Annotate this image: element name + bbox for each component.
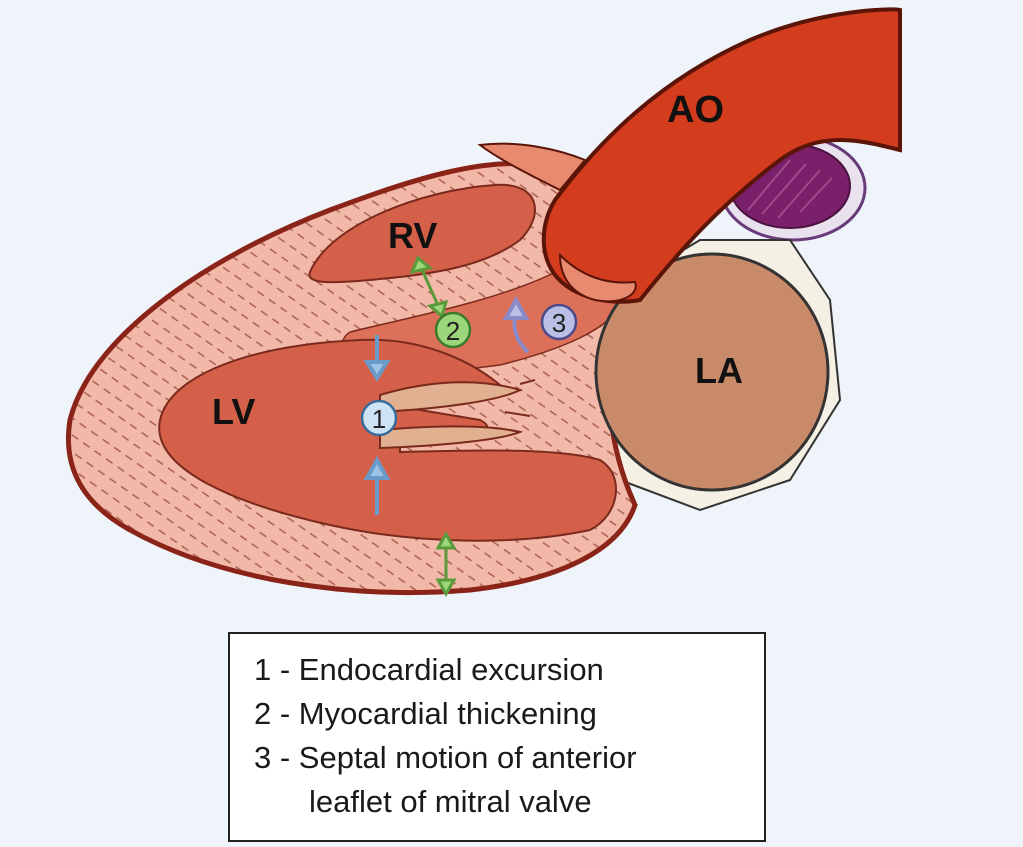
legend-item-3: 3 - Septal motion of anterior xyxy=(254,736,764,780)
marker-3: 3 xyxy=(542,305,576,339)
svg-text:2: 2 xyxy=(446,316,460,346)
marker-1: 1 xyxy=(362,401,396,435)
marker-2: 2 xyxy=(436,313,470,347)
legend-item-2: 2 - Myocardial thickening xyxy=(254,692,764,736)
svg-text:3: 3 xyxy=(552,308,566,338)
label-la: LA xyxy=(695,350,743,391)
label-rv: RV xyxy=(388,215,437,256)
legend-item-3-continued: leaflet of mitral valve xyxy=(254,780,764,824)
label-ao: AO xyxy=(667,89,724,131)
label-lv: LV xyxy=(212,391,255,432)
svg-text:1: 1 xyxy=(372,404,386,434)
legend-box: 1 - Endocardial excursion 2 - Myocardial… xyxy=(228,632,766,842)
legend-item-1: 1 - Endocardial excursion xyxy=(254,648,764,692)
heart-illustration: 1 2 3 AO RV LV LA xyxy=(0,0,1023,630)
